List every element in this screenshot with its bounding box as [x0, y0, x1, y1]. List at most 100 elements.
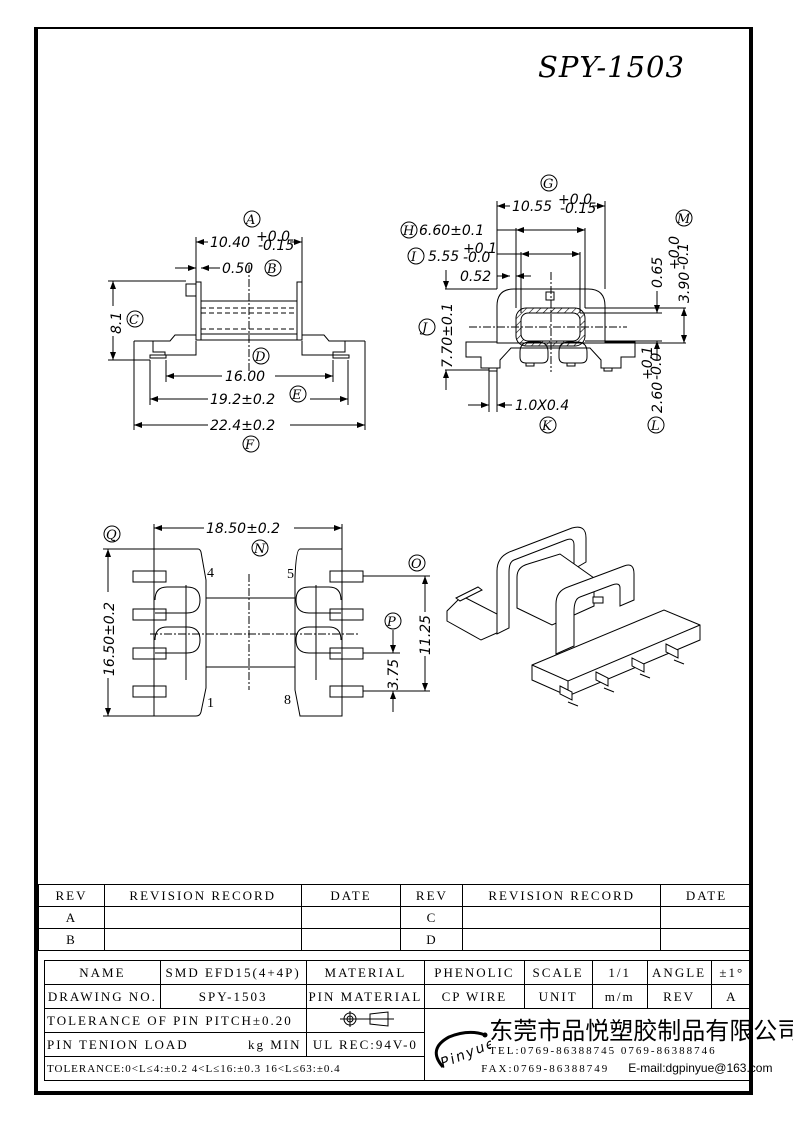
pin-pitch-tolerance: TOLERANCE OF PIN PITCH±0.20	[44, 1008, 307, 1033]
dim-M-tol-plus: +0.0	[667, 236, 683, 270]
revision-table: REV REVISION RECORD DATE REV REVISION RE…	[38, 884, 753, 951]
dim-0-65: 0.65	[650, 257, 666, 288]
record-cell	[462, 928, 662, 951]
dim-M-tol-minus: -0.1	[676, 243, 692, 270]
dim-C: 8.1	[109, 312, 125, 334]
callout-J: J	[419, 321, 428, 336]
pin-8	[329, 685, 364, 698]
dim-P: 3.75	[386, 659, 402, 690]
revision-row: B D	[38, 928, 753, 951]
end-view	[443, 201, 687, 412]
dim-J: 7.70±0.1	[440, 303, 456, 368]
rev-value: A	[710, 984, 754, 1009]
material-label: MATERIAL	[305, 960, 426, 985]
pin-4	[132, 570, 167, 583]
callout-A: A	[245, 213, 255, 228]
scale-label: SCALE	[523, 960, 593, 985]
title-row-2: DRAWING NO. SPY-1503 PIN MATERIAL CP WIR…	[44, 984, 754, 1009]
header-date-2: DATE	[660, 884, 753, 907]
pin-material-value: CP WIRE	[424, 984, 525, 1009]
rev-cell: B	[38, 928, 105, 951]
title-row-3: TOLERANCE OF PIN PITCH±0.20 Pinyue 东莞市品悦…	[44, 1008, 793, 1081]
pin-load-cell: PIN TENION LOAD kg MIN	[44, 1032, 307, 1057]
dim-A: 10.40	[210, 235, 250, 251]
dim-K: 1.0X0.4	[515, 398, 569, 414]
callout-K: K	[541, 419, 553, 434]
header-rev-2: REV	[400, 884, 464, 907]
dim-G-tol-plus: +0.0	[558, 192, 592, 208]
side-view	[108, 237, 366, 430]
date-cell	[660, 928, 753, 951]
company-tel: TEL:0769-86388745 0769-86388746	[489, 1045, 717, 1057]
dim-D: 16.00	[225, 369, 265, 385]
dim-I-tol-plus: +0.1	[463, 241, 497, 257]
drawing-frame	[34, 27, 753, 1095]
callout-P: P	[386, 615, 396, 630]
name-value: SMD EFD15(4+4P)	[159, 960, 307, 985]
date-cell	[660, 906, 753, 929]
record-cell	[462, 906, 662, 929]
dim-Q: 16.50±0.2	[102, 602, 118, 676]
title-row-5: TOLERANCE:0<L≤4:±0.2 4<L≤16:±0.3 16<L≤63…	[43, 1056, 753, 1081]
pin-label-5: 5	[287, 567, 294, 582]
callout-F: F	[244, 438, 255, 453]
angle-value: ±1°	[710, 960, 754, 985]
pin-label-1: 1	[207, 696, 214, 711]
pin-load-label: PIN TENION LOAD	[47, 1036, 189, 1052]
technical-drawing: A 10.40 +0.0 -0.15 0.50 B 8.1 C D 16.00 …	[102, 174, 701, 717]
rev-cell: D	[400, 928, 464, 951]
pin-load-unit: kg MIN	[247, 1036, 302, 1052]
unit-label: UNIT	[523, 984, 593, 1009]
dim-G-tol-minus: -0.15	[560, 201, 596, 217]
pin-1	[132, 685, 167, 698]
company-email: E-mail:dgpinyue@163.com	[628, 1061, 773, 1075]
callout-I: I	[410, 250, 417, 265]
title-row-1: NAME SMD EFD15(4+4P) MATERIAL PHENOLIC S…	[44, 960, 754, 985]
callout-M: M	[676, 212, 691, 227]
end-view-labels: G 10.55 +0.0 -0.15 H 6.60±0.1 I 5.55 +0.…	[400, 174, 693, 434]
rev-cell: C	[400, 906, 464, 929]
company-fax: FAX:0769-86388749	[481, 1063, 610, 1075]
bottom-view-labels: 18.50±0.2 N Q 16.50±0.2 O 11.25 P 3.75 4…	[102, 521, 434, 711]
callout-E: E	[291, 388, 302, 403]
callout-O: O	[411, 557, 422, 572]
side-view-labels: A 10.40 +0.0 -0.15 0.50 B 8.1 C D 16.00 …	[109, 210, 307, 453]
dim-A-tol-plus: +0.0	[256, 229, 290, 245]
first-angle-projection-icon	[340, 1010, 395, 1027]
dim-N: 18.50±0.2	[206, 521, 280, 537]
pin-2	[132, 647, 167, 660]
left-end-block	[153, 548, 207, 717]
angle-label: ANGLE	[646, 960, 712, 985]
callout-C: C	[129, 313, 139, 328]
drawing-no-value: SPY-1503	[159, 984, 307, 1009]
title-block: NAME SMD EFD15(4+4P) MATERIAL PHENOLIC S…	[43, 960, 793, 1081]
record-cell	[103, 928, 302, 951]
pin-3	[132, 608, 167, 621]
right-end-block	[294, 548, 343, 717]
rev-cell: A	[38, 906, 105, 929]
bottom-view	[103, 524, 430, 717]
callout-Q: Q	[106, 528, 117, 543]
name-label: NAME	[44, 960, 161, 985]
rev-label: REV	[646, 984, 712, 1009]
dim-I: 5.55	[428, 249, 459, 265]
company-block: Pinyue 东莞市品悦塑胶制品有限公司 TEL:0769-86388745 0…	[424, 1008, 793, 1081]
pin-label-8: 8	[284, 693, 291, 708]
date-cell	[300, 906, 402, 929]
company-fax-email: FAX:0769-86388749 E-mail:dgpinyue@163.co…	[481, 1061, 772, 1075]
isometric-view	[446, 526, 701, 707]
header-revision-record: REVISION RECORD	[103, 884, 302, 907]
date-cell	[300, 928, 402, 951]
pin-6	[329, 608, 364, 621]
scale-value: 1/1	[591, 960, 648, 985]
pin-label-4: 4	[207, 566, 214, 581]
projection-symbol	[305, 1008, 426, 1033]
company-name-cn: 东莞市品悦塑胶制品有限公司	[489, 1017, 793, 1045]
header-date: DATE	[300, 884, 402, 907]
general-tolerance: TOLERANCE:0<L≤4:±0.2 4<L≤16:±0.3 16<L≤63…	[43, 1056, 426, 1081]
dim-L-tol-minus: -0.0	[649, 353, 665, 380]
callout-N: N	[253, 542, 266, 557]
pinyue-logo-icon: Pinyue	[435, 1030, 491, 1071]
callout-B: B	[266, 262, 277, 277]
dim-L: 2.60	[650, 382, 666, 413]
